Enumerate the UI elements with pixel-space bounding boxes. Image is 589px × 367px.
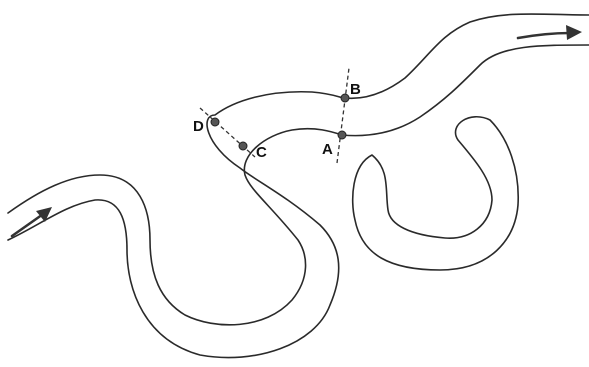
- arrow-right-icon: [516, 25, 582, 40]
- point-a-marker: [337, 130, 347, 140]
- cross-section-ab: [336, 67, 350, 164]
- point-c-marker: [238, 141, 248, 151]
- arrow-right-up-icon: [10, 207, 52, 238]
- point-a-label: A: [322, 141, 333, 158]
- river-oxbow-lobe: [351, 115, 519, 271]
- river-inner-bank: [7, 13, 589, 359]
- point-b-marker: [340, 93, 350, 103]
- point-d-marker: [210, 117, 220, 127]
- river-outer-bank: [7, 44, 589, 326]
- point-c-label: C: [256, 144, 267, 161]
- cross-section-cd: [199, 107, 256, 158]
- point-b-label: B: [350, 81, 361, 98]
- point-d-label: D: [193, 118, 204, 135]
